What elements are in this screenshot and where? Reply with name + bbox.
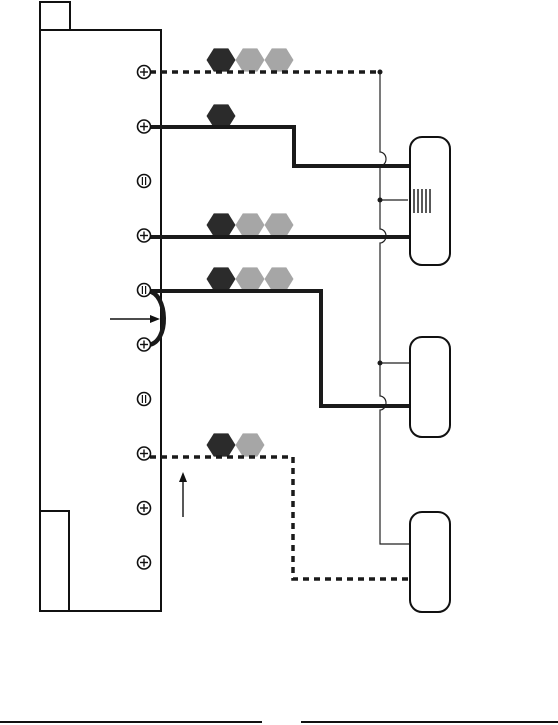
plus-screw-icon [138, 502, 151, 515]
wires [148, 72, 412, 579]
connector-group [207, 48, 294, 71]
panel-bottom-tab [40, 511, 69, 611]
grey-connector-icon [265, 48, 294, 71]
slot-screw-icon [138, 284, 151, 297]
connector-group [207, 433, 265, 456]
panel-top-tab [40, 2, 70, 30]
devices [410, 137, 450, 612]
terminal-screws [138, 66, 151, 570]
arrow-right-icon [110, 315, 160, 323]
connector-group [207, 213, 294, 236]
bus-junction-device-top [378, 198, 383, 203]
device-bottom [410, 512, 450, 612]
bus-junction-top [378, 70, 383, 75]
connector-group [207, 104, 236, 127]
slot-screw-icon [138, 175, 151, 188]
plus-screw-icon [138, 66, 151, 79]
bus-line [380, 72, 410, 544]
bus-wiring [378, 70, 411, 545]
plus-screw-icon [138, 120, 151, 133]
black-connector-icon [207, 104, 236, 127]
slot-screw-icon [138, 393, 151, 406]
panel-outline [40, 30, 161, 611]
arrow-up-icon [179, 472, 187, 517]
black-connector-icon [207, 48, 236, 71]
grey-connector-icon [236, 213, 265, 236]
plus-screw-icon [138, 229, 151, 242]
grey-connector-icon [265, 213, 294, 236]
black-connector-icon [207, 267, 236, 290]
black-connector-icon [207, 433, 236, 456]
plus-screw-icon [138, 338, 151, 351]
device-middle [410, 337, 450, 437]
plus-screw-icon [138, 556, 151, 569]
wire-solid-2 [150, 127, 412, 166]
grey-connector-icon [236, 433, 265, 456]
wire-solid-5 [150, 291, 412, 406]
wire-dashed-bottom [150, 457, 410, 579]
grey-connector-icon [265, 267, 294, 290]
connector-groups [207, 48, 294, 456]
grey-connector-icon [236, 48, 265, 71]
plus-screw-icon [138, 447, 151, 460]
connector-group [207, 267, 294, 290]
bus-junction-device-middle [378, 361, 383, 366]
grey-connector-icon [236, 267, 265, 290]
black-connector-icon [207, 213, 236, 236]
terminal-panel [40, 2, 161, 611]
